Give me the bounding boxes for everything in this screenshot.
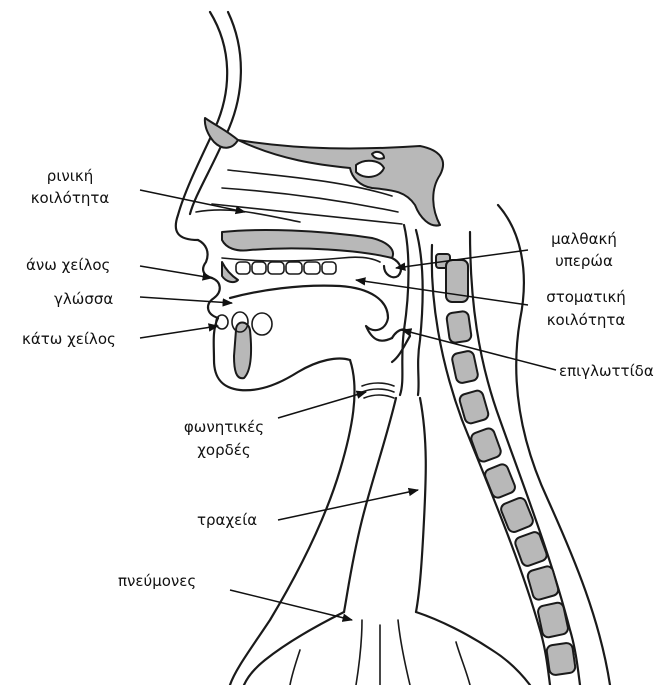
- label-lungs: πνεύμονες: [118, 572, 196, 590]
- label-vocal-cords-line2: χορδές: [197, 441, 250, 459]
- label-lower-lip: κάτω χείλος: [22, 330, 116, 348]
- label-soft-palate-line1: μαλθακή: [551, 230, 617, 248]
- leader-lines: [140, 190, 556, 620]
- leader-epiglottis: [402, 330, 556, 370]
- label-tongue: γλώσσα: [54, 290, 113, 308]
- tongue-shape: [230, 286, 392, 341]
- upper-teeth: [236, 262, 336, 274]
- label-trachea: τραχεία: [197, 511, 257, 529]
- epiglottis-shape: [392, 329, 410, 362]
- label-vocal-cords-line1: φωνητικές: [184, 418, 264, 436]
- label-soft-palate-line2: υπερώα: [555, 252, 613, 270]
- lower-jaw: [216, 312, 272, 378]
- leader-trachea: [278, 490, 418, 520]
- label-epiglottis: επιγλωττίδα: [559, 362, 654, 380]
- leader-tongue: [140, 297, 232, 303]
- leader-lower-lip: [140, 326, 218, 338]
- label-nasal-cavity-line2: κοιλότητα: [31, 189, 110, 207]
- label-upper-lip: άνω χείλος: [26, 256, 110, 274]
- label-oral-cavity-line2: κοιλότητα: [547, 311, 626, 329]
- leader-upper-lip: [140, 266, 212, 278]
- label-oral-cavity-line1: στοματική: [546, 288, 626, 306]
- hard-palate: [222, 230, 393, 282]
- label-nasal-cavity-line1: ρινική: [47, 167, 93, 185]
- leader-lungs: [230, 590, 352, 620]
